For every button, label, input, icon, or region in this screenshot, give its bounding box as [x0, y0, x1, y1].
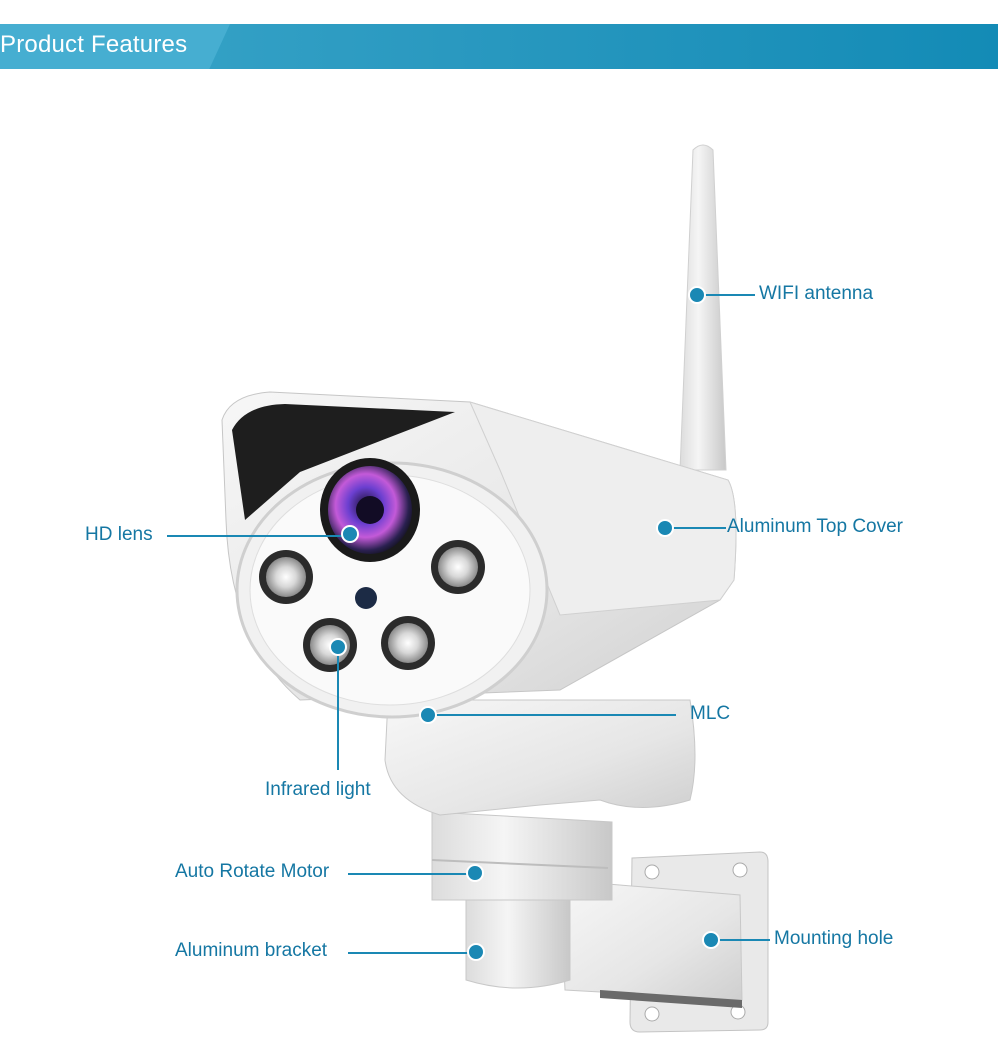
wall-bracket [559, 851, 769, 1033]
label-infrared-light: Infrared light [265, 779, 371, 800]
label-bracket: Aluminum bracket [175, 940, 328, 961]
page-title: Product Features [0, 31, 188, 58]
callout-mlc [419, 706, 676, 724]
label-rotate-motor: Auto Rotate Motor [175, 861, 330, 882]
callout-rotate-motor [348, 864, 484, 882]
header-tab [0, 24, 230, 69]
callout-top-cover [656, 519, 726, 537]
light-sensor [355, 587, 377, 609]
callout-mounting-hole [702, 931, 770, 949]
callout-wifi-antenna [688, 286, 755, 304]
section-header: Product Features [0, 24, 998, 69]
label-top-cover: Aluminum Top Cover [727, 516, 904, 537]
label-hd-lens: HD lens [85, 524, 153, 545]
infrared-leds [259, 540, 485, 672]
hd-lens [320, 458, 420, 562]
label-wifi-antenna: WIFI antenna [759, 283, 874, 304]
callout-infrared-light [329, 638, 347, 770]
callout-hd-lens [167, 525, 359, 543]
label-mounting-hole: Mounting hole [774, 928, 894, 949]
antenna [679, 144, 727, 471]
label-mlc: MLC [690, 703, 731, 724]
callout-bracket [348, 943, 485, 961]
pan-head [384, 699, 696, 816]
